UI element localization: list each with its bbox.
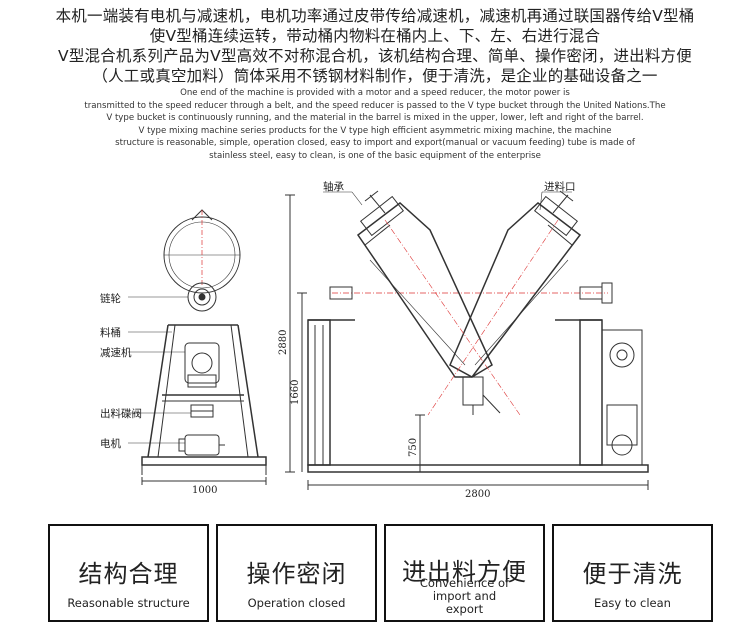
feature-list: 结构合理 Reasonable structure 操作密闭 Operation… — [48, 524, 713, 626]
feature-subtitle: Operation closed — [247, 596, 346, 610]
feature-title: 结构合理 — [78, 560, 179, 588]
intro-english: One end of the machine is provided with … — [0, 87, 750, 163]
label-barrel: 料桶 — [100, 327, 121, 339]
feature-title: 操作密闭 — [246, 560, 347, 588]
intro-en-line: V type bucket is continuously running, a… — [106, 113, 644, 124]
v-barrel-left — [356, 202, 493, 378]
feature-subtitle: Reasonable structure — [67, 596, 190, 610]
feature-title: 便于清洗 — [582, 560, 683, 588]
intro-cn-line: V型混合机系列产品为V型高效不对称混合机，该机结构合理、简单、操作密闭，进出料方… — [58, 47, 692, 65]
feature-card: 结构合理 Reasonable structure — [48, 524, 209, 622]
dim-outlet-height: 750 — [408, 438, 419, 457]
label-reducer: 减速机 — [100, 347, 132, 359]
feature-card: 操作密闭 Operation closed — [216, 524, 377, 622]
machine-drawing-svg: 1000 2800 2880 1660 750 — [128, 190, 649, 500]
dim-side-width: 1000 — [192, 485, 217, 496]
intro-cn-line: 使V型桶连续运转，带动桶内物料在桶内上、下、左、右进行混合 — [149, 27, 601, 45]
intro-en-line: stainless steel, easy to clean, is one o… — [209, 150, 541, 161]
label-bearing: 轴承 — [323, 181, 344, 193]
intro-cn-line: 本机一端装有电机与减速机，电机功率通过皮带传给减速机，减速机再通过联国器传给V型… — [55, 7, 695, 25]
intro-chinese: 本机一端装有电机与减速机，电机功率通过皮带传给减速机，减速机再通过联国器传给V型… — [0, 6, 750, 86]
label-butterfly-valve: 出料碟阀 — [100, 408, 142, 420]
v-barrel-right — [449, 202, 582, 378]
feature-subtitle: Easy to clean — [594, 596, 671, 610]
label-sprocket: 链轮 — [100, 293, 121, 305]
label-motor: 电机 — [100, 438, 121, 450]
intro-en-line: transmitted to the speed reducer through… — [84, 100, 666, 111]
feature-title: 进出料方便 — [402, 558, 527, 586]
intro-en-line: structure is reasonable, simple, operati… — [115, 138, 635, 149]
dim-front-width: 2800 — [465, 489, 490, 500]
feature-card: 便于清洗 Easy to clean — [552, 524, 713, 622]
feature-subtitle: Convenience of import and export — [419, 576, 510, 616]
feature-card: 进出料方便 Convenience of import and export — [384, 524, 545, 622]
dim-total-height: 2880 — [278, 330, 289, 355]
technical-drawing: 1000 2800 2880 1660 750 链轮 料桶 减速机 出料碟阀 电… — [80, 165, 680, 510]
intro-en-line: V type mixing machine series products fo… — [138, 125, 612, 136]
dim-axis-height: 1660 — [290, 380, 301, 405]
label-inlet: 进料口 — [544, 181, 576, 193]
intro-en-line: One end of the machine is provided with … — [180, 88, 570, 98]
intro-cn-line: （人工或真空加料）筒体采用不锈钢材料制作，便于清洗，是企业的基础设备之一 — [92, 67, 658, 85]
